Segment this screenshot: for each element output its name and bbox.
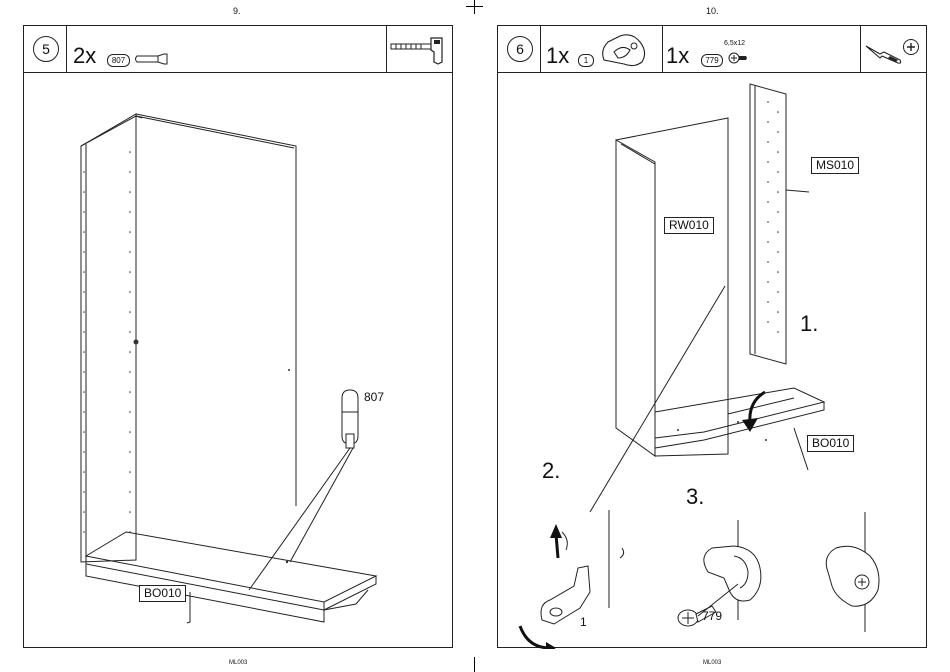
header-divider bbox=[66, 26, 67, 72]
side-panel-label: RW010 bbox=[664, 217, 714, 234]
step-6-illustration bbox=[498, 72, 928, 649]
footer-code-right: ML003 bbox=[703, 660, 721, 666]
instruction-panel-step-6: 6 1x 1 1x 779 6,5x12 bbox=[497, 25, 927, 648]
page-number-left: 9. bbox=[233, 6, 241, 16]
substep-2-label: 2. bbox=[542, 458, 560, 484]
page-number-right: 10. bbox=[706, 6, 719, 16]
connector-detail-left bbox=[704, 546, 761, 601]
connector-detail-right bbox=[826, 546, 879, 606]
dowel-label: 807 bbox=[364, 390, 384, 404]
substep-1-label: 1. bbox=[800, 311, 818, 337]
screw-size: 6,5x12 bbox=[724, 40, 745, 47]
middle-panel-label: MS010 bbox=[811, 157, 859, 174]
screw-icon bbox=[728, 50, 748, 66]
instruction-panel-step-5: 5 2x 807 bbox=[23, 25, 453, 648]
part-quantity: 2x bbox=[73, 44, 96, 68]
part-number-badge-screw: 779 bbox=[701, 54, 723, 67]
step-5-illustration bbox=[24, 72, 454, 649]
dowel-icon bbox=[134, 52, 170, 66]
header-divider-screw bbox=[662, 26, 663, 72]
part-number-badge-connector: 1 bbox=[578, 54, 594, 67]
header-divider bbox=[540, 26, 541, 72]
crop-mark-top-h bbox=[466, 6, 483, 7]
bottom-board-label: BO010 bbox=[139, 585, 186, 602]
phillips-head-icon bbox=[902, 38, 920, 56]
bottom-board-label: BO010 bbox=[807, 435, 854, 452]
part-quantity-connector: 1x bbox=[546, 44, 569, 68]
header-divider-tool bbox=[386, 26, 387, 72]
step-header: 5 2x 807 bbox=[24, 26, 452, 73]
step-number: 5 bbox=[33, 36, 59, 62]
footer-code-left: ML003 bbox=[229, 660, 247, 666]
connector-icon bbox=[598, 32, 658, 68]
screwdriver-icon bbox=[864, 42, 904, 66]
bracket-part-label: 1 bbox=[580, 615, 587, 629]
crop-mark-top bbox=[474, 0, 475, 14]
screw-part-label: 779 bbox=[702, 609, 722, 623]
crop-mark-bottom bbox=[474, 657, 475, 672]
part-number-badge: 807 bbox=[107, 54, 130, 67]
step-number: 6 bbox=[507, 36, 533, 62]
header-divider-tool bbox=[860, 26, 861, 72]
hammer-icon bbox=[390, 34, 448, 66]
part-quantity-screw: 1x bbox=[666, 44, 689, 68]
step-header: 6 1x 1 1x 779 6,5x12 bbox=[498, 26, 926, 73]
bracket-detail bbox=[541, 532, 624, 624]
dowel-807 bbox=[342, 390, 358, 448]
substep-3-label: 3. bbox=[686, 484, 704, 510]
